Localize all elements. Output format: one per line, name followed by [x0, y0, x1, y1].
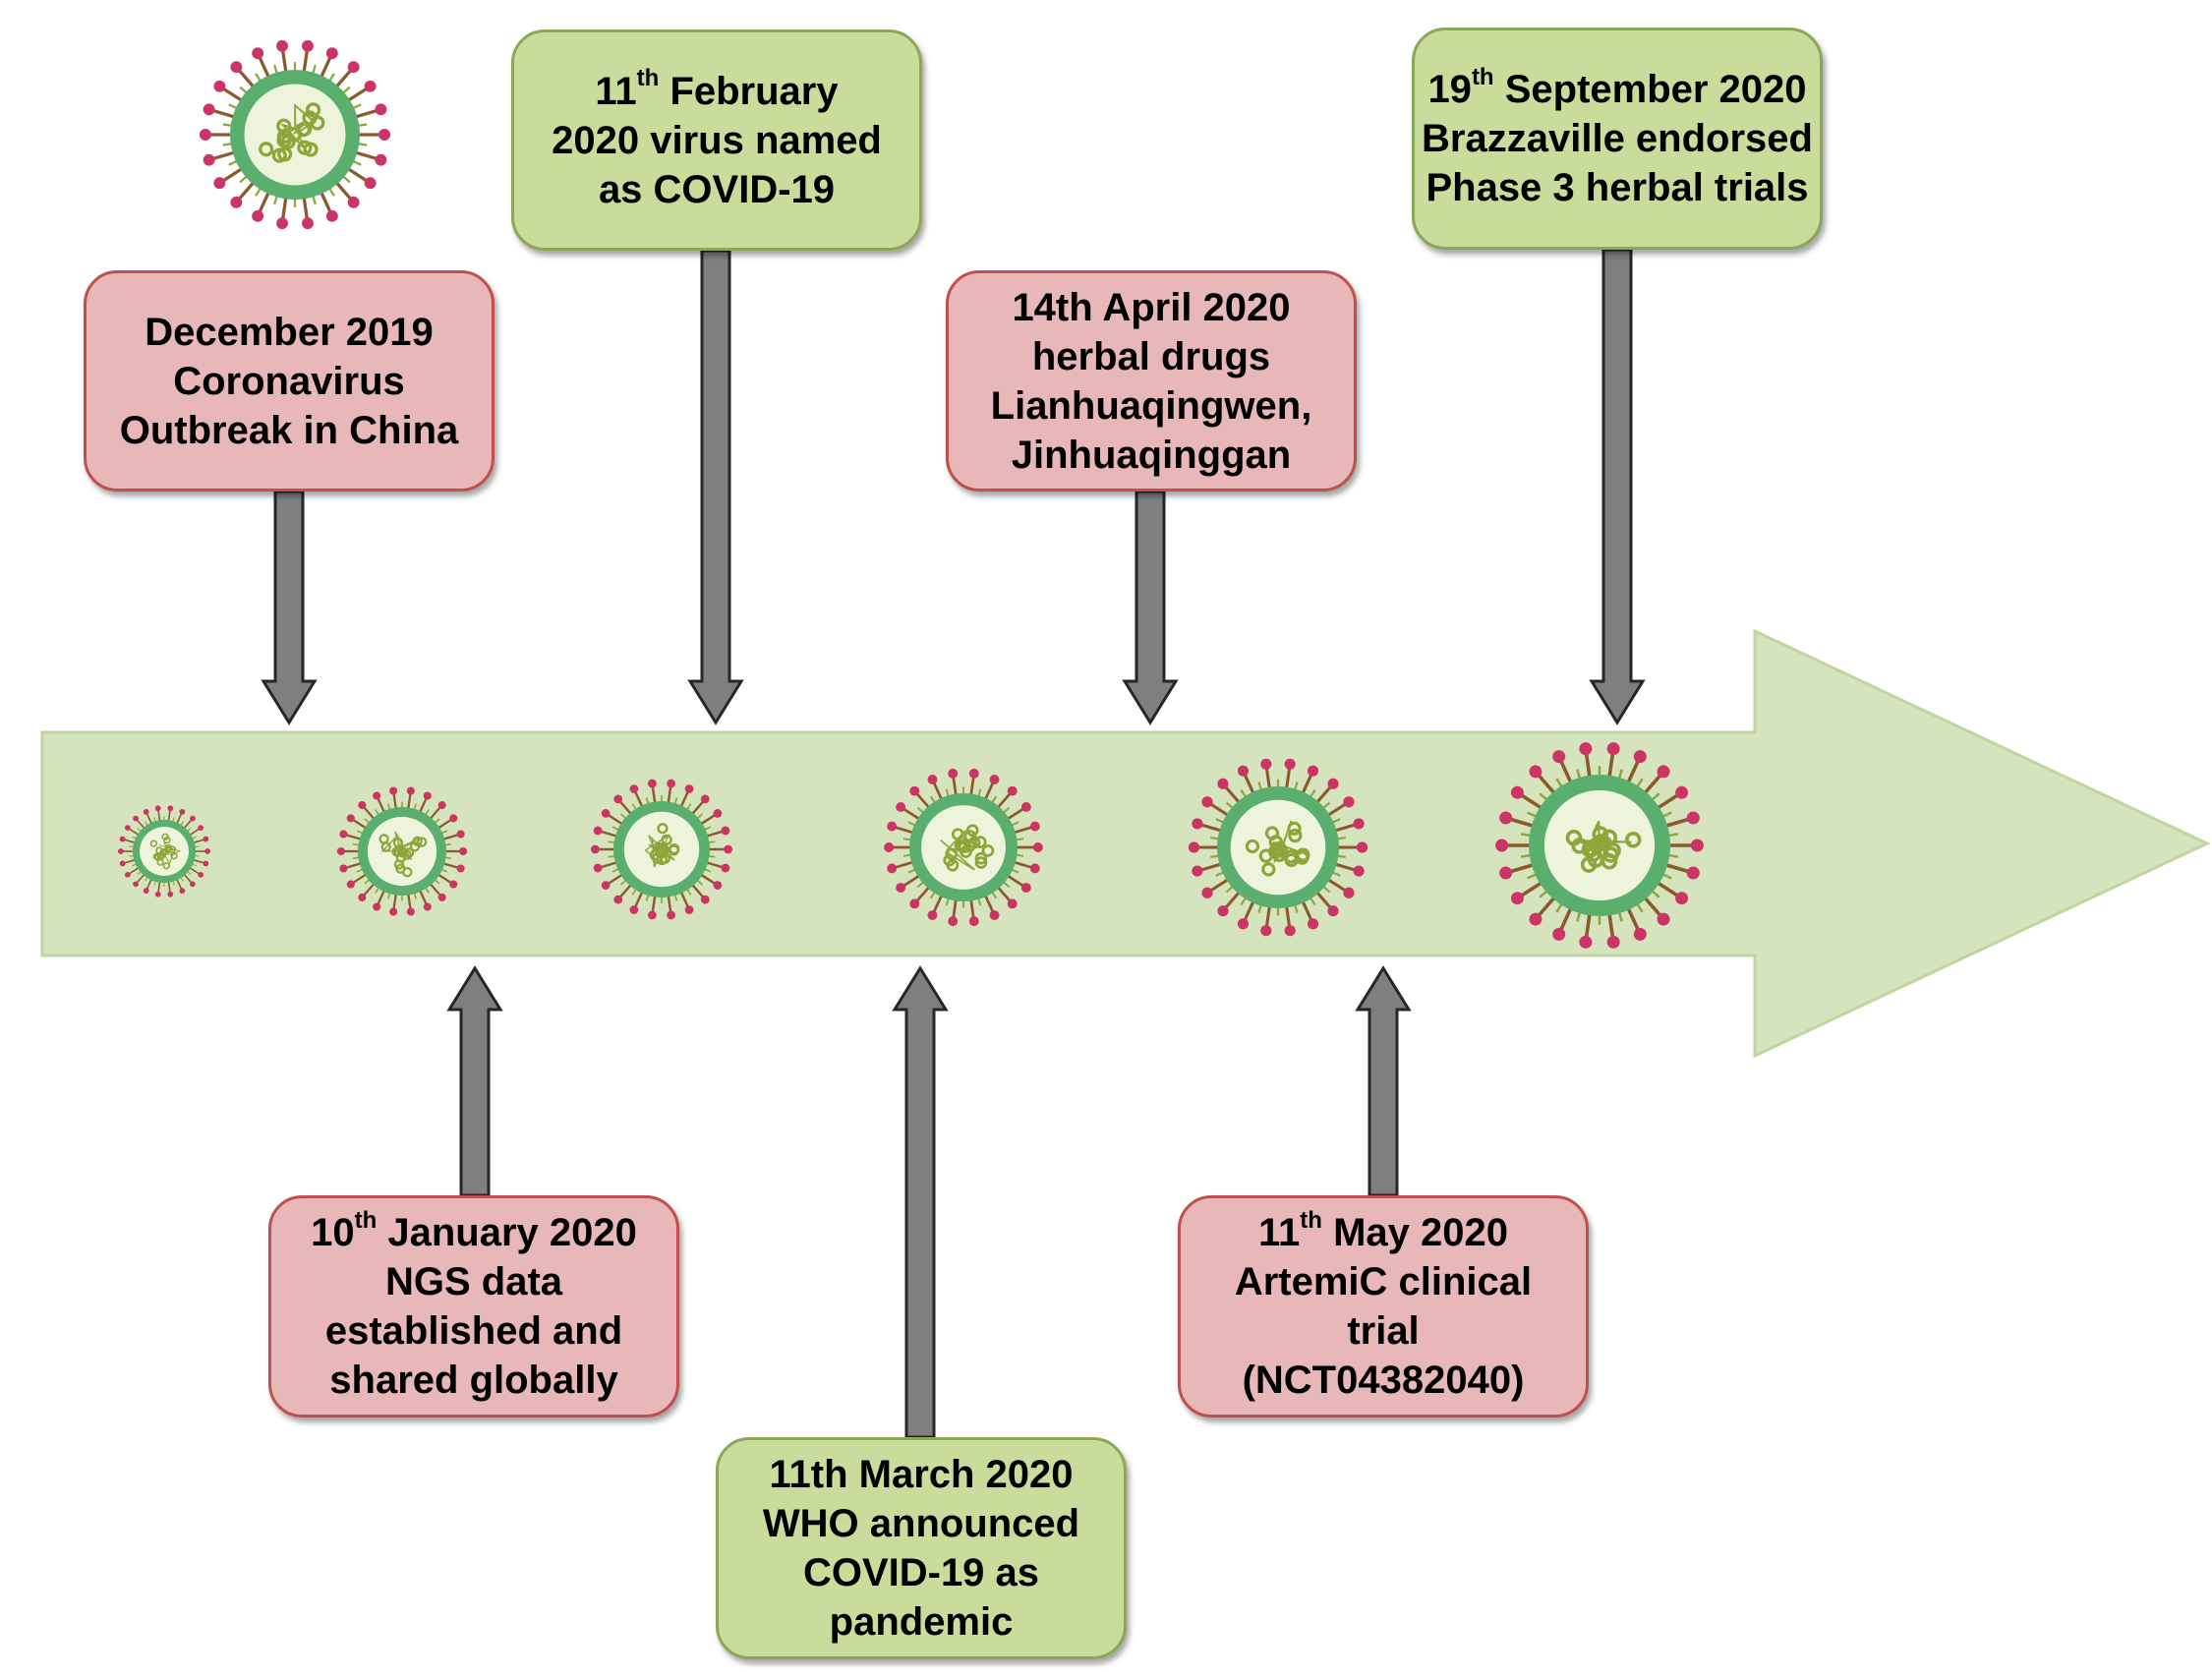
timeline-arrow	[40, 628, 2211, 1059]
connector-arrow-mar-2020	[892, 965, 949, 1439]
event-box-jan-2020: 10th January 2020 NGS data established a…	[268, 1195, 679, 1418]
coronavirus-icon	[336, 786, 468, 916]
virus-icons	[117, 39, 1704, 949]
event-box-sep-2020: 19th September 2020 Brazzaville endorsed…	[1412, 28, 1823, 250]
event-box-feb-2020: 11th February 2020 virus named as COVID-…	[511, 29, 922, 251]
event-label-apr-2020: 14th April 2020 herbal drugs Lianhuaqing…	[990, 285, 1312, 477]
event-label-mar-2020: 11th March 2020 WHO announced COVID-19 a…	[762, 1453, 1080, 1644]
connector-arrow-apr-2020	[1122, 490, 1179, 725]
coronavirus-icon	[199, 39, 391, 230]
event-label-jan-2020: 10th January 2020 NGS data established a…	[311, 1206, 637, 1402]
connector-arrow-dec-2019	[261, 490, 318, 725]
coronavirus-icon	[117, 805, 211, 897]
coronavirus-icon	[1495, 742, 1704, 949]
connector-arrow-sep-2020	[1589, 248, 1646, 725]
connector-arrow-jan-2020	[446, 965, 503, 1197]
event-box-mar-2020: 11th March 2020 WHO announced COVID-19 a…	[716, 1437, 1127, 1659]
event-box-dec-2019: December 2019 Coronavirus Outbreak in Ch…	[84, 270, 495, 492]
connector-arrow-may-2020	[1355, 965, 1412, 1197]
event-label-feb-2020: 11th February 2020 virus named as COVID-…	[552, 65, 882, 211]
coronavirus-icon	[1188, 758, 1368, 937]
coronavirus-icon	[590, 779, 733, 920]
coronavirus-icon	[884, 768, 1043, 927]
connector-arrows	[261, 248, 1646, 1439]
event-label-sep-2020: 19th September 2020 Brazzaville endorsed…	[1422, 63, 1813, 209]
event-box-apr-2020: 14th April 2020 herbal drugs Lianhuaqing…	[946, 270, 1357, 492]
connector-arrow-feb-2020	[687, 249, 744, 725]
event-label-may-2020: 11th May 2020 ArtemiC clinical trial (NC…	[1234, 1206, 1533, 1402]
event-label-dec-2019: December 2019 Coronavirus Outbreak in Ch…	[119, 310, 459, 452]
event-box-may-2020: 11th May 2020 ArtemiC clinical trial (NC…	[1178, 1195, 1589, 1418]
